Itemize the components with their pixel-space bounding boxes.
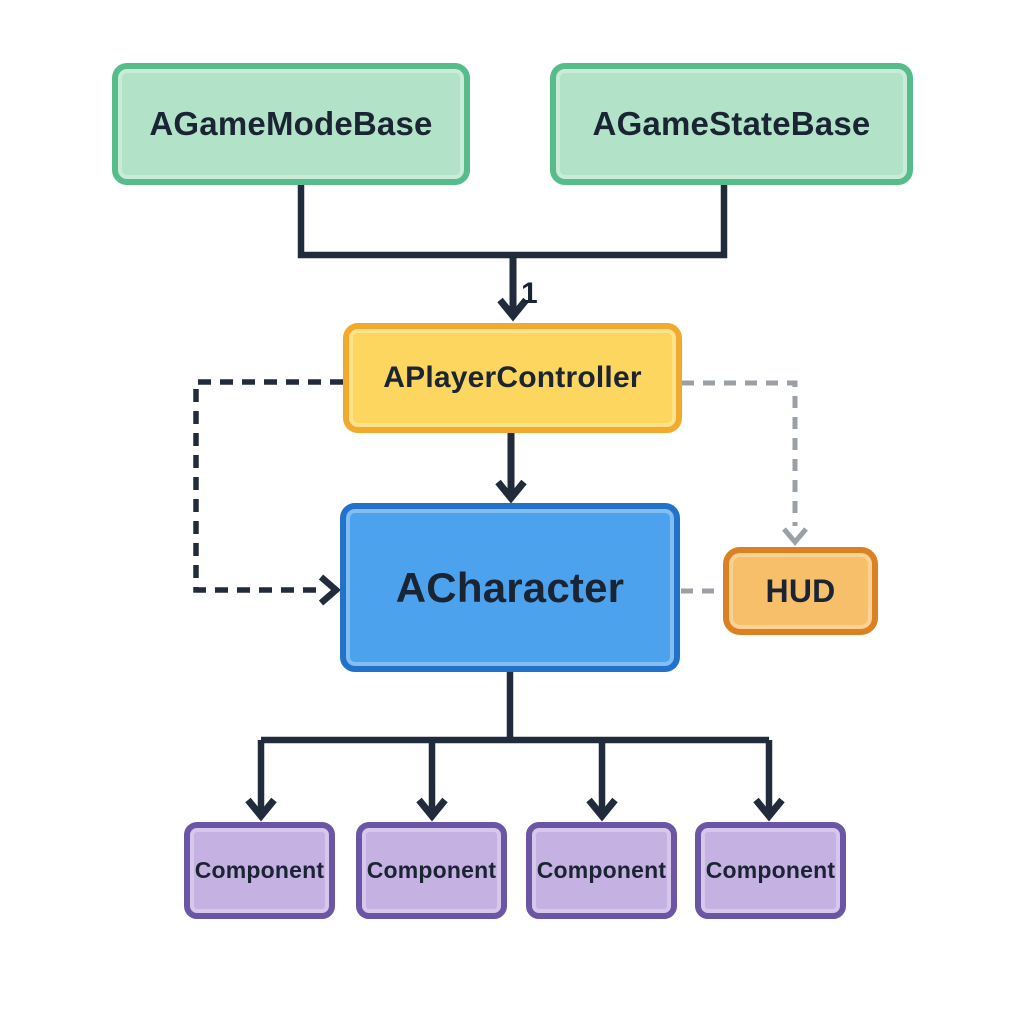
arrowhead-into-component-1 [245,797,277,822]
edge-multiplicity-label: 1 [521,277,538,310]
node-aplayercontroller-label: APlayerController [383,361,642,394]
arrowhead-gray-into-hud [782,527,808,546]
arrowhead-dashed-into-character [318,574,341,606]
node-component-4: Component [695,822,846,919]
node-aplayercontroller: APlayerController [343,323,682,433]
node-component-3-label: Component [536,857,667,883]
node-agamestatebase: AGameStateBase [550,63,913,185]
arrowhead-into-playercontroller [497,297,529,322]
arrowhead-into-component-3 [586,797,618,822]
edge-merge-gamemode-gamestate [297,185,728,259]
node-component-1-label: Component [194,857,325,883]
node-component-2-label: Component [366,857,497,883]
node-hud-label: HUD [765,572,836,609]
arrowhead-into-component-2 [416,797,448,822]
arrowhead-into-component-4 [753,797,785,822]
edge-character-components-trunk [257,672,773,814]
arrowhead-into-character [495,479,527,504]
edge-gray-playercontroller-hud [682,380,798,526]
node-component-1: Component [184,822,335,919]
node-component-2: Component [356,822,507,919]
node-agamestatebase-label: AGameStateBase [592,105,871,142]
node-agamemodebase-label: AGameModeBase [149,105,433,142]
node-hud: HUD [723,547,878,635]
node-acharacter: ACharacter [340,503,680,672]
node-component-3: Component [526,822,677,919]
node-component-4-label: Component [705,857,836,883]
node-agamemodebase: AGameModeBase [112,63,470,185]
node-acharacter-label: ACharacter [395,563,625,611]
edge-dashed-playercontroller-character [193,379,343,593]
